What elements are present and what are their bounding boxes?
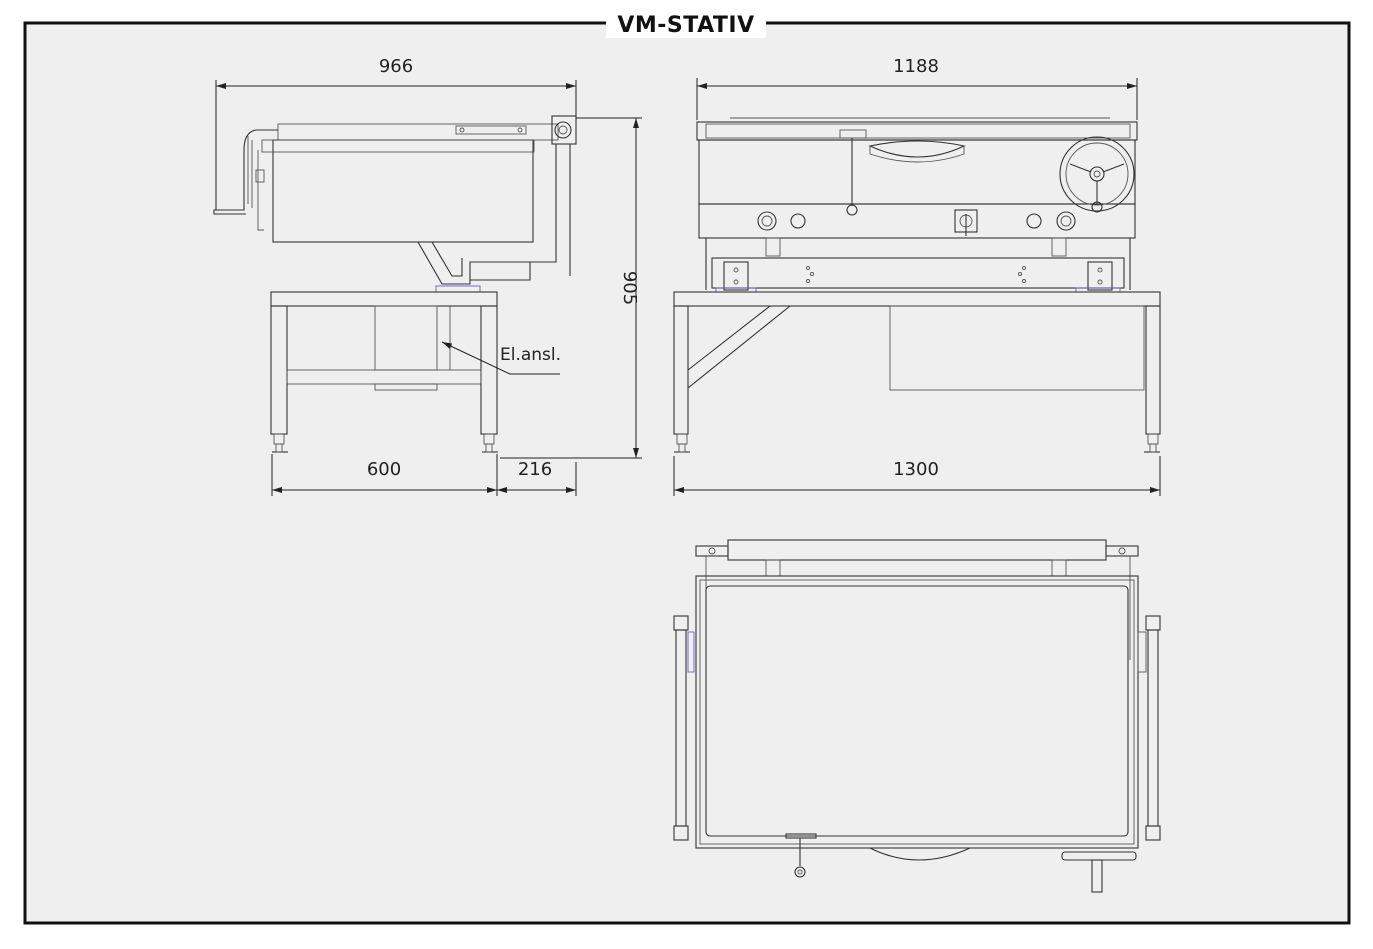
dim-side-offset: 216 — [518, 459, 552, 480]
top-kettle-outline — [695, 575, 1139, 849]
front-handwheel — [1059, 136, 1135, 212]
dim-front-width: 1188 — [893, 56, 939, 77]
dim-front-length: 1300 — [893, 459, 939, 480]
drawing-title: VM-STATIV — [617, 13, 754, 38]
dim-height: 905 — [619, 271, 640, 305]
title-background — [606, 10, 766, 38]
front-dimensions: 1188 1300 — [673, 56, 1161, 496]
dim-side-width: 966 — [379, 56, 413, 77]
front-view — [673, 117, 1161, 453]
dim-side-depth: 600 — [367, 459, 401, 480]
side-dimensions: 966 905 600 216 — [215, 56, 642, 496]
label-el-ansl: El.ansl. — [500, 345, 561, 365]
side-view: El.ansl. — [213, 115, 577, 453]
top-view — [673, 539, 1161, 893]
drawing-frame — [23, 21, 1351, 925]
